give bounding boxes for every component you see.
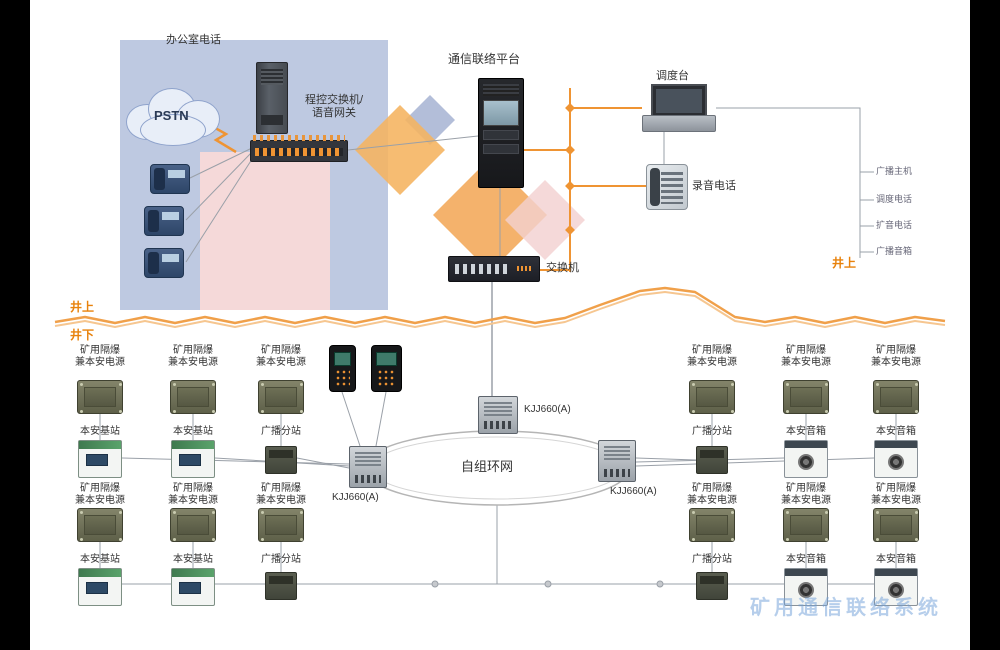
kjj-right-label: KJJ660(A): [610, 486, 657, 497]
speaker-label: 本安音箱: [786, 426, 826, 437]
flameproof-power-supply: [77, 508, 123, 542]
power-supply-label: 矿用隔爆兼本安电源: [75, 483, 125, 506]
platform-label: 通信联络平台: [448, 52, 521, 66]
kjj-center-label: KJJ660(A): [524, 404, 571, 415]
base-station-label: 本安基站: [173, 426, 213, 437]
base-station-label: 本安基站: [80, 426, 120, 437]
flameproof-power-supply: [170, 508, 216, 542]
console-base: [642, 115, 716, 132]
intrinsically-safe-speaker: [784, 440, 828, 478]
broadcast-branch-label: 广播分站: [261, 554, 301, 565]
broadcast-branch-box: [696, 572, 728, 600]
leaf-label-1: 广播主机: [876, 166, 913, 176]
pstn-label: PSTN: [154, 108, 189, 123]
intrinsically-safe-speaker: [874, 568, 918, 606]
intrinsically-safe-base-station: [78, 440, 122, 478]
above-ground-label: 井上: [70, 300, 95, 314]
power-supply-label: 矿用隔爆兼本安电源: [256, 345, 306, 368]
flameproof-power-supply: [783, 508, 829, 542]
broadcast-branch-label: 广播分站: [692, 426, 732, 437]
kjj-switch-center: [478, 396, 518, 434]
server-vent: [483, 84, 519, 96]
power-supply-label: 矿用隔爆兼本安电源: [687, 345, 737, 368]
office-telephone-2: [144, 206, 184, 236]
broadcast-branch-box: [265, 446, 297, 474]
server-slot: [483, 130, 519, 140]
office-phone-label: 办公室电话: [166, 34, 221, 46]
power-supply-label: 矿用隔爆兼本安电源: [256, 483, 306, 506]
pstn-cloud: [126, 86, 220, 148]
pbx-label: 程控交换机/ 语音网关: [304, 94, 364, 120]
base-station-label: 本安基站: [80, 554, 120, 565]
power-supply-label: 矿用隔爆兼本安电源: [781, 345, 831, 368]
flameproof-power-supply: [77, 380, 123, 414]
flameproof-power-supply: [170, 380, 216, 414]
intrinsically-safe-base-station: [171, 440, 215, 478]
flameproof-power-supply: [689, 508, 735, 542]
mine-handset-1: [329, 345, 356, 392]
mine-handset-2: [371, 345, 402, 392]
dispatch-console: [642, 84, 716, 132]
leaf-label-4: 广播音箱: [876, 246, 913, 256]
flameproof-power-supply: [873, 508, 919, 542]
server-slot: [483, 144, 519, 154]
flameproof-power-supply: [689, 380, 735, 414]
kjj-left-label: KJJ660(A): [332, 492, 379, 503]
power-supply-label: 矿用隔爆兼本安电源: [871, 345, 921, 368]
broadcast-branch-box: [696, 446, 728, 474]
power-supply-label: 矿用隔爆兼本安电源: [687, 483, 737, 506]
communication-platform-server: [478, 78, 524, 188]
intrinsically-safe-speaker: [874, 440, 918, 478]
intrinsically-safe-base-station: [78, 568, 122, 606]
recording-phone: [646, 164, 688, 210]
broadcast-branch-label: 广播分站: [692, 554, 732, 565]
leaf-label-3: 扩音电话: [876, 220, 913, 230]
recording-phone-label: 录音电话: [692, 180, 736, 192]
base-station-label: 本安基站: [173, 554, 213, 565]
power-supply-label: 矿用隔爆兼本安电源: [75, 345, 125, 368]
broadcast-branch-label: 广播分站: [261, 426, 301, 437]
server-screen: [483, 100, 519, 126]
flameproof-power-supply: [783, 380, 829, 414]
kjj-switch-left: [349, 446, 387, 488]
broadcast-branch-box: [265, 572, 297, 600]
ring-network-label: 自组环网: [461, 459, 514, 474]
leaf-label-2: 调度电话: [876, 194, 913, 204]
switch-label: 交换机: [546, 262, 579, 274]
intrinsically-safe-speaker: [784, 568, 828, 606]
above-ground-label-right: 井上: [832, 256, 857, 270]
dispatch-console-label: 调度台: [656, 70, 689, 82]
intrinsically-safe-base-station: [171, 568, 215, 606]
vendor-watermark: 矿用通信联络系统: [750, 597, 942, 619]
office-telephone-1: [150, 164, 190, 194]
kjj-switch-right: [598, 440, 636, 482]
voice-gateway-rack: [250, 135, 348, 162]
flameproof-power-supply: [258, 508, 304, 542]
speaker-label: 本安音箱: [876, 554, 916, 565]
speaker-label: 本安音箱: [876, 426, 916, 437]
power-supply-label: 矿用隔爆兼本安电源: [168, 345, 218, 368]
power-supply-label: 矿用隔爆兼本安电源: [871, 483, 921, 506]
pbx-server-tower: [256, 62, 288, 134]
below-ground-label: 井下: [70, 328, 95, 342]
ethernet-switch: [448, 256, 540, 282]
flameproof-power-supply: [873, 380, 919, 414]
power-supply-label: 矿用隔爆兼本安电源: [781, 483, 831, 506]
console-screen: [651, 84, 707, 116]
speaker-label: 本安音箱: [786, 554, 826, 565]
flameproof-power-supply: [258, 380, 304, 414]
power-supply-label: 矿用隔爆兼本安电源: [168, 483, 218, 506]
office-telephone-3: [144, 248, 184, 278]
